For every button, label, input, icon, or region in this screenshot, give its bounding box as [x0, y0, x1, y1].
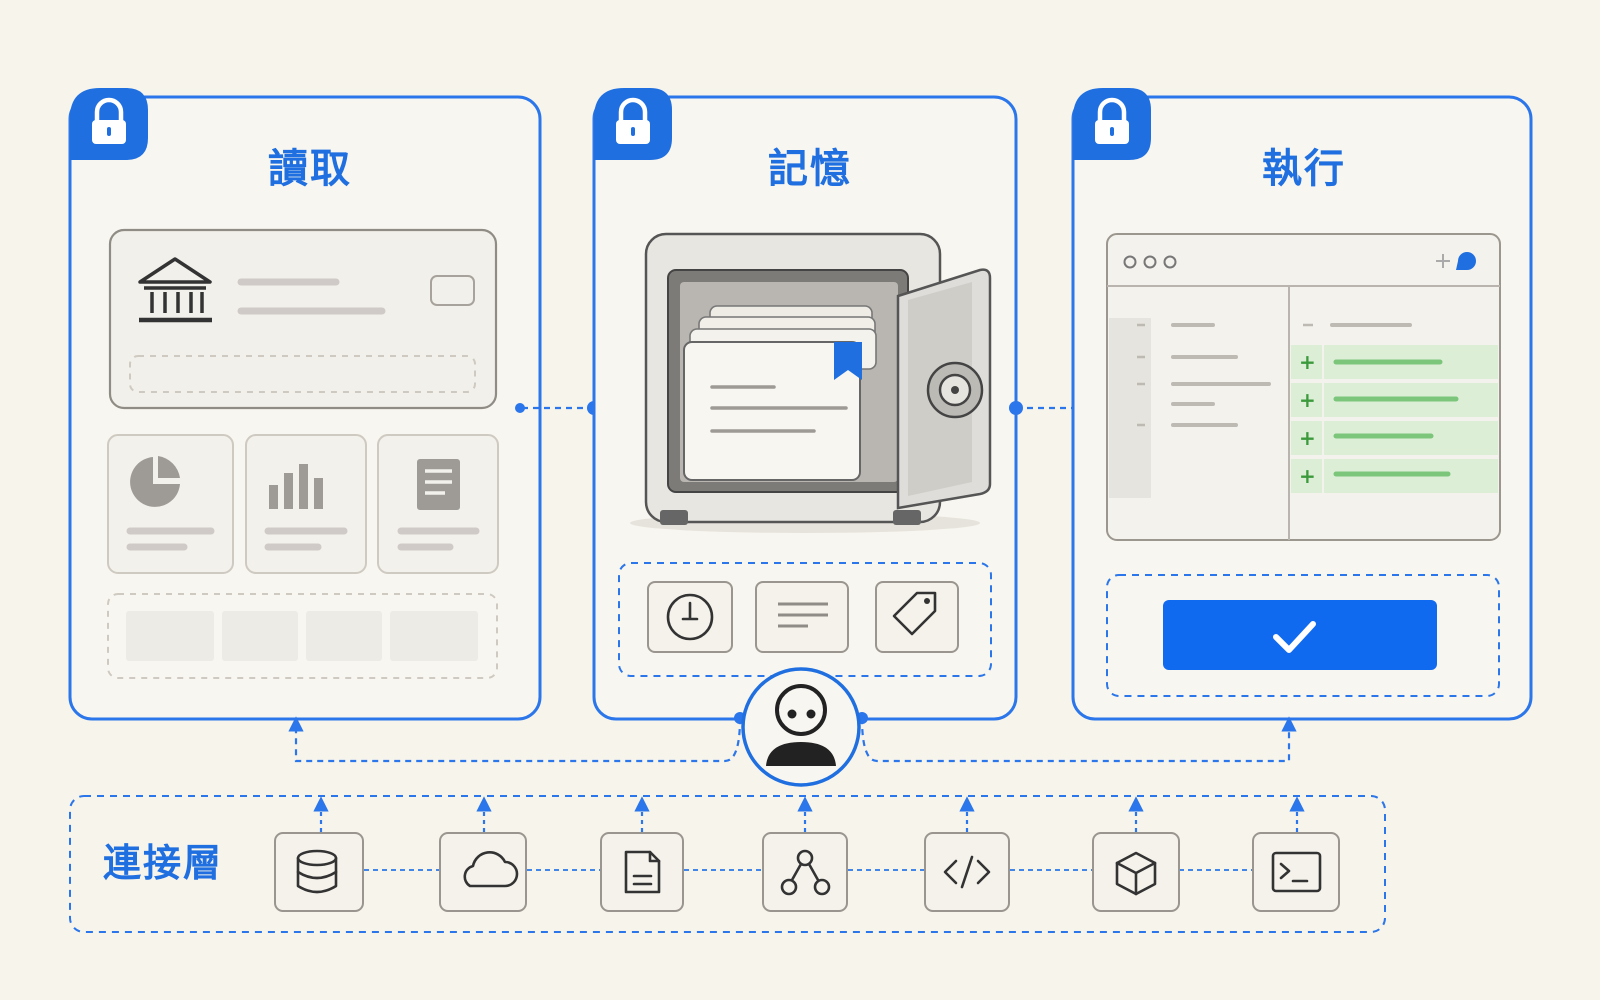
safe-illustration: [630, 232, 992, 533]
plus-icon: +: [1299, 388, 1316, 412]
check-icon: [1273, 621, 1316, 653]
connector-code[interactable]: [924, 832, 1010, 912]
chat-bubble-icon: [1456, 252, 1476, 270]
cube-icon: [1115, 851, 1157, 896]
graph-nodes-icon: [780, 849, 831, 896]
panel-title-read: 讀取: [268, 146, 352, 192]
agent-avatar: [741, 667, 861, 787]
pie-chart-tile: [107, 434, 234, 574]
panel-title-memory: 記憶: [768, 146, 852, 192]
connector-database[interactable]: [274, 832, 364, 912]
panel-read: 讀取: [68, 88, 542, 721]
approve-button[interactable]: [1163, 600, 1437, 670]
timestamp-tile: [647, 581, 733, 653]
tag-tile: [875, 581, 959, 653]
connector-package[interactable]: [1092, 832, 1180, 912]
pie-chart-icon: [130, 456, 180, 507]
connector-graph[interactable]: [762, 832, 848, 912]
window-dot-icon: [1143, 255, 1157, 269]
document-icon: [624, 850, 661, 894]
memory-metadata-strip: [618, 562, 992, 677]
tag-icon: [892, 591, 937, 636]
plus-icon: +: [1299, 350, 1316, 374]
document-icon: [417, 459, 460, 510]
diff-added-rows: + + + +: [1291, 345, 1498, 493]
lock-icon: [70, 88, 148, 160]
code-icon: [943, 855, 991, 889]
clock-icon: [666, 593, 714, 641]
bank-account-card: [108, 228, 498, 410]
connector-cloud[interactable]: [439, 832, 527, 912]
bar-chart-tile: [245, 434, 367, 574]
window-dot-icon: [1123, 255, 1137, 269]
data-strip: [107, 593, 498, 679]
bar-chart-icon: [269, 464, 323, 509]
bookmark-icon: [834, 342, 862, 380]
plus-icon: [1436, 254, 1450, 268]
approve-area: [1106, 574, 1500, 697]
combination-dial-icon: [926, 361, 984, 419]
terminal-icon: [1271, 851, 1322, 893]
window-dot-icon: [1163, 255, 1177, 269]
code-diff-window: + + + +: [1106, 233, 1501, 541]
lock-icon: [1073, 88, 1151, 160]
connection-layer: 連接層: [69, 795, 1386, 933]
lock-icon: [594, 88, 672, 160]
panel-memory: 記憶: [592, 88, 1018, 721]
plus-icon: +: [1299, 426, 1316, 450]
document-tile: [377, 434, 499, 574]
text-lines-icon: [778, 602, 828, 628]
plus-icon: +: [1299, 464, 1316, 488]
database-icon: [296, 849, 338, 894]
connector-terminal[interactable]: [1252, 832, 1340, 912]
connector-document[interactable]: [600, 832, 684, 912]
connection-layer-title: 連接層: [103, 841, 223, 885]
cloud-icon: [463, 851, 519, 888]
panel-title-execute: 執行: [1262, 146, 1346, 192]
panel-execute: 執行: [1071, 88, 1533, 721]
bank-icon: [138, 257, 212, 323]
content-tile: [755, 581, 849, 653]
